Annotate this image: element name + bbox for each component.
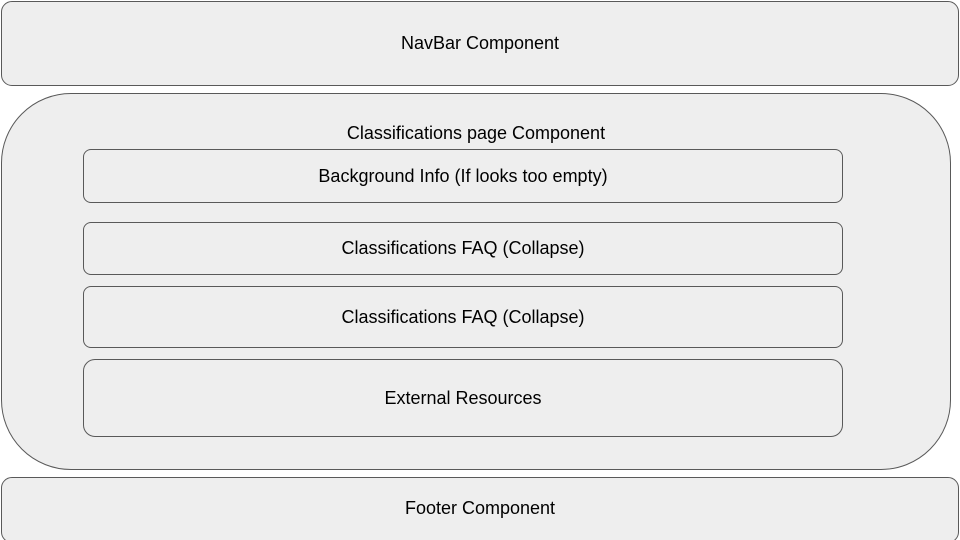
navbar-component-label: NavBar Component: [400, 33, 560, 53]
classifications-page-component-label: Classifications page Component: [346, 123, 606, 143]
background-info-section-box: Background Info (If looks too empty): [83, 149, 843, 203]
background-info-section-label: Background Info (If looks too empty): [318, 165, 608, 186]
external-resources-section-box: External Resources: [83, 359, 843, 437]
footer-component-box: Footer Component: [1, 477, 959, 540]
external-resources-section-label: External Resources: [384, 387, 542, 408]
navbar-component-box: NavBar Component: [1, 1, 959, 86]
footer-component-label: Footer Component: [404, 497, 556, 518]
classifications-faq-section-label: Classifications FAQ (Collapse): [341, 306, 585, 327]
classifications-faq-section-label: Classifications FAQ (Collapse): [341, 238, 585, 258]
classifications-faq-section-box: Classifications FAQ (Collapse): [83, 286, 843, 348]
classifications-faq-section-box: Classifications FAQ (Collapse): [83, 222, 843, 275]
